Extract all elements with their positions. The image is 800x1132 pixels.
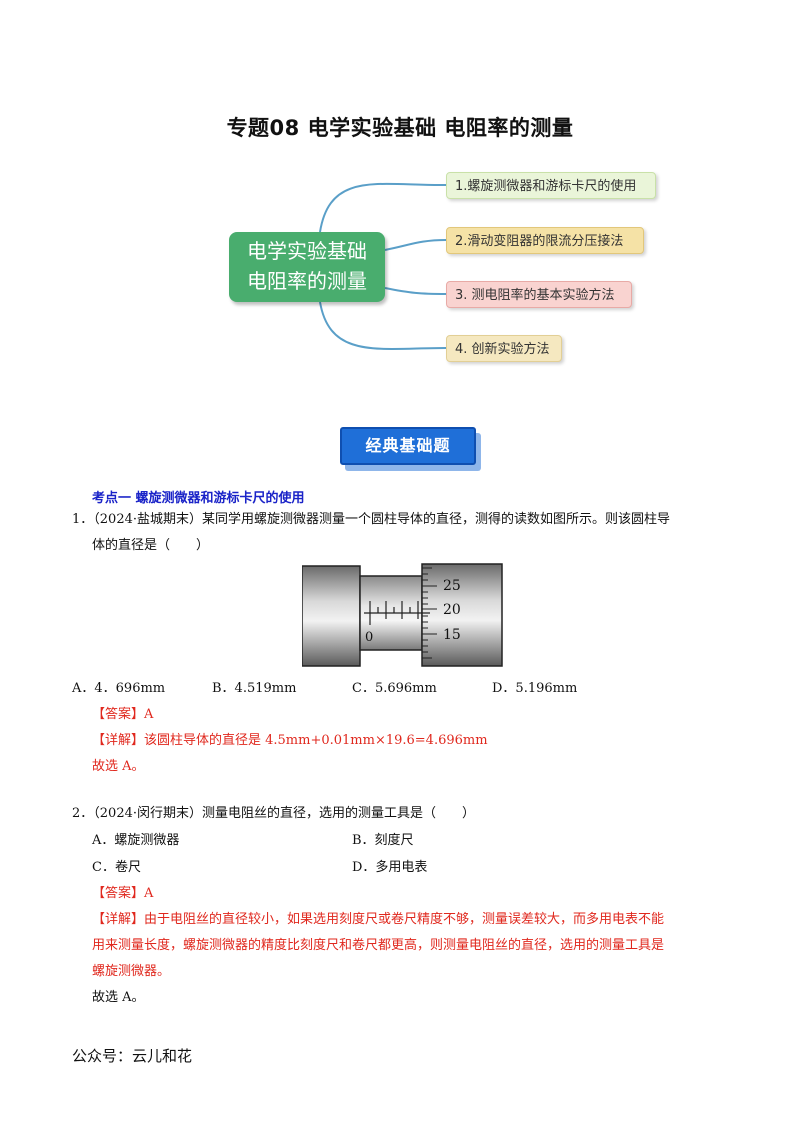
mindmap-center-line1: 电学实验基础 <box>247 239 367 263</box>
mindmap-branch-3: 3. 测电阻率的基本实验方法 <box>446 281 632 308</box>
page-title: 专题08 电学实验基础 电阻率的测量 <box>226 116 574 140</box>
q2-conclusion: 故选 A。 <box>92 990 145 1005</box>
q1-answer: 【答案】A <box>92 707 154 722</box>
q2-answer: 【答案】A <box>92 886 154 901</box>
mindmap-connectors <box>319 182 447 351</box>
q1-stem-line1: 1．（2024·盐城期末）某同学用螺旋测微器测量一个圆柱导体的直径，测得的读数如… <box>72 512 670 527</box>
q2-option-a: A．螺旋测微器 <box>92 833 180 848</box>
q2-option-c: C．卷尺 <box>92 860 141 875</box>
badge-label: 经典基础题 <box>340 427 476 465</box>
scale-label-20: 20 <box>443 602 461 618</box>
q1-option-a: A．4．696mm <box>72 681 166 696</box>
scale-label-25: 25 <box>443 578 461 594</box>
mindmap-branch-2: 2.滑动变阻器的限流分压接法 <box>446 227 644 254</box>
q1-detail: 【详解】该圆柱导体的直径是 4.5mm+0.01mm×19.6=4.696mm <box>92 733 488 748</box>
footer-account: 公众号：云儿和花 <box>72 1047 193 1065</box>
mindmap-center-node: 电学实验基础 电阻率的测量 <box>229 232 385 302</box>
q2-stem: 2．（2024·闵行期末）测量电阻丝的直径，选用的测量工具是（ ） <box>72 806 475 821</box>
mindmap-branch-1: 1.螺旋测微器和游标卡尺的使用 <box>446 172 656 199</box>
q1-option-b: B．4.519mm <box>212 681 297 696</box>
section-badge: 经典基础题 <box>340 427 481 471</box>
scale-label-15: 15 <box>443 627 461 643</box>
q1-option-d: D．5.196mm <box>492 681 578 696</box>
q2-option-d: D．多用电表 <box>352 860 428 875</box>
section-heading: 考点一 螺旋测微器和游标卡尺的使用 <box>92 491 305 506</box>
q1-stem-line2: 体的直径是（ ） <box>92 538 210 553</box>
q1-option-c: C．5.696mm <box>352 681 437 696</box>
q2-detail-line2: 用来测量长度，螺旋测微器的精度比刻度尺和卷尺都更高，则测量电阻丝的直径，选用的测… <box>92 938 665 953</box>
q2-detail-line3: 螺旋测微器。 <box>92 964 171 979</box>
scale-label-zero: 0 <box>365 630 373 645</box>
q1-conclusion: 故选 A。 <box>92 759 145 774</box>
mindmap-center-line2: 电阻率的测量 <box>247 269 367 293</box>
mindmap-branch-4: 4. 创新实验方法 <box>446 335 562 362</box>
micrometer-figure: 25 20 15 0 <box>302 563 503 667</box>
q2-detail-line1: 【详解】由于电阻丝的直径较小，如果选用刻度尺或卷尺精度不够，测量误差较大，而多用… <box>92 912 665 927</box>
q2-option-b: B．刻度尺 <box>352 833 414 848</box>
